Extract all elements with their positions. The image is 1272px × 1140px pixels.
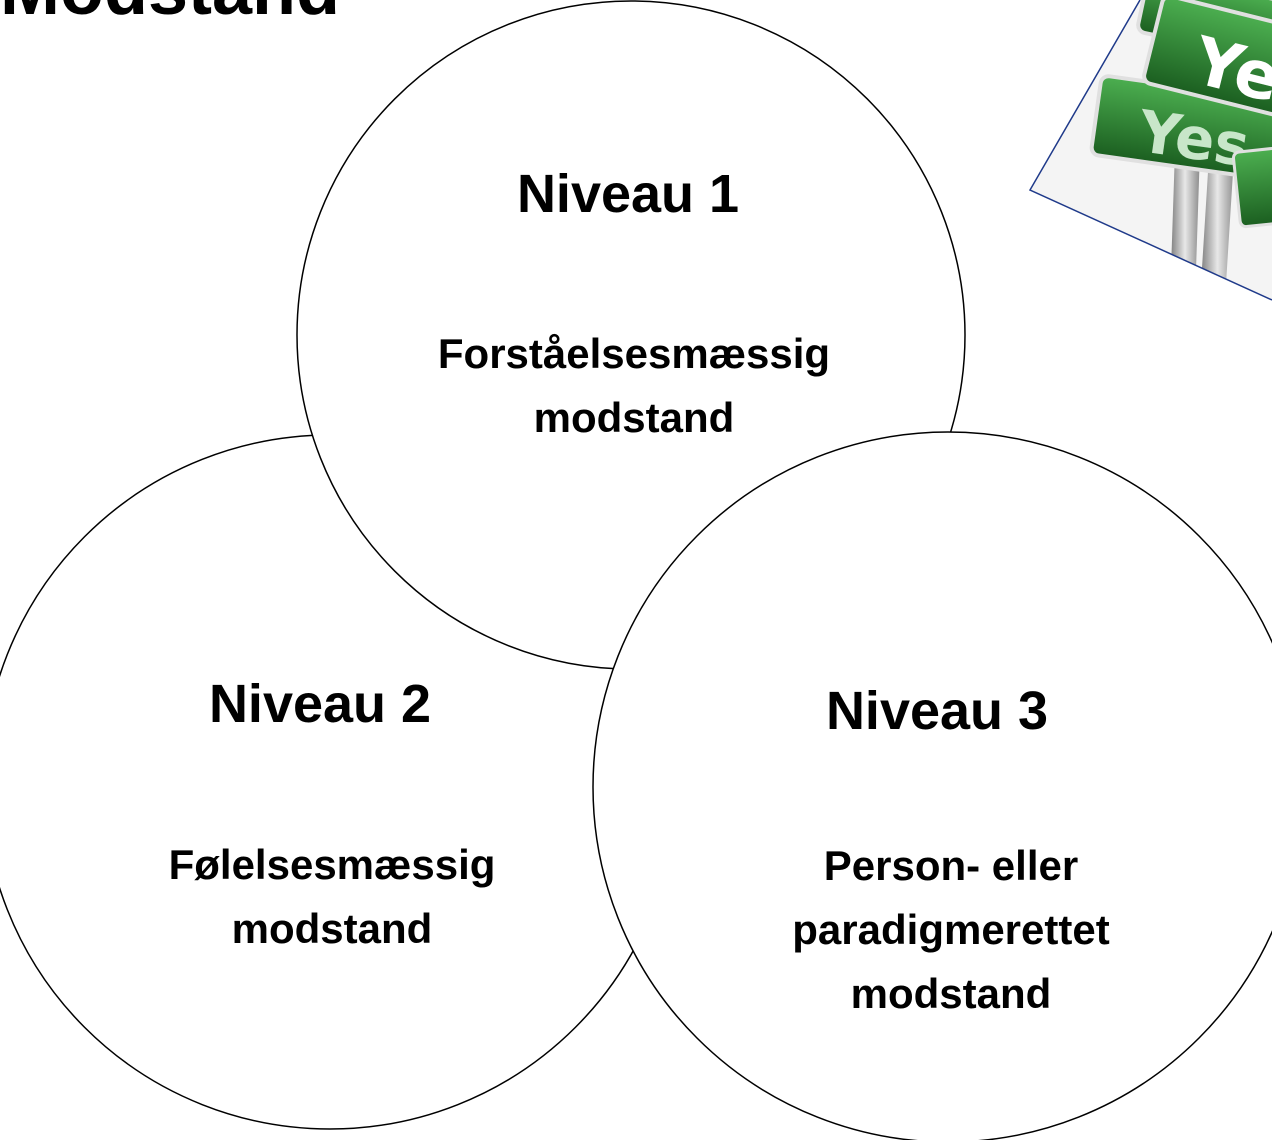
slide-title: Modstand <box>0 0 340 26</box>
level-3-description-line: paradigmerettet <box>792 906 1110 953</box>
level-1-heading: Niveau 1 <box>516 164 740 224</box>
level-2-description-line: modstand <box>231 905 433 952</box>
level-3-heading: Niveau 3 <box>825 681 1049 741</box>
circle-level-3 <box>592 431 1272 1140</box>
level-2-description: Følelsesmæssig modstand <box>82 833 582 961</box>
level-2-heading: Niveau 2 <box>208 674 432 734</box>
level-3-description-line: modstand <box>850 970 1052 1017</box>
level-1-description: Forståelsesmæssig modstand <box>384 322 884 450</box>
level-3-description-line: Person- eller <box>823 842 1079 889</box>
level-1-description-line: modstand <box>533 394 735 441</box>
level-2-description-line: Følelsesmæssig <box>168 841 496 888</box>
level-1-description-line: Forståelsesmæssig <box>437 330 831 377</box>
level-3-description: Person- eller paradigmerettet modstand <box>701 834 1201 1026</box>
